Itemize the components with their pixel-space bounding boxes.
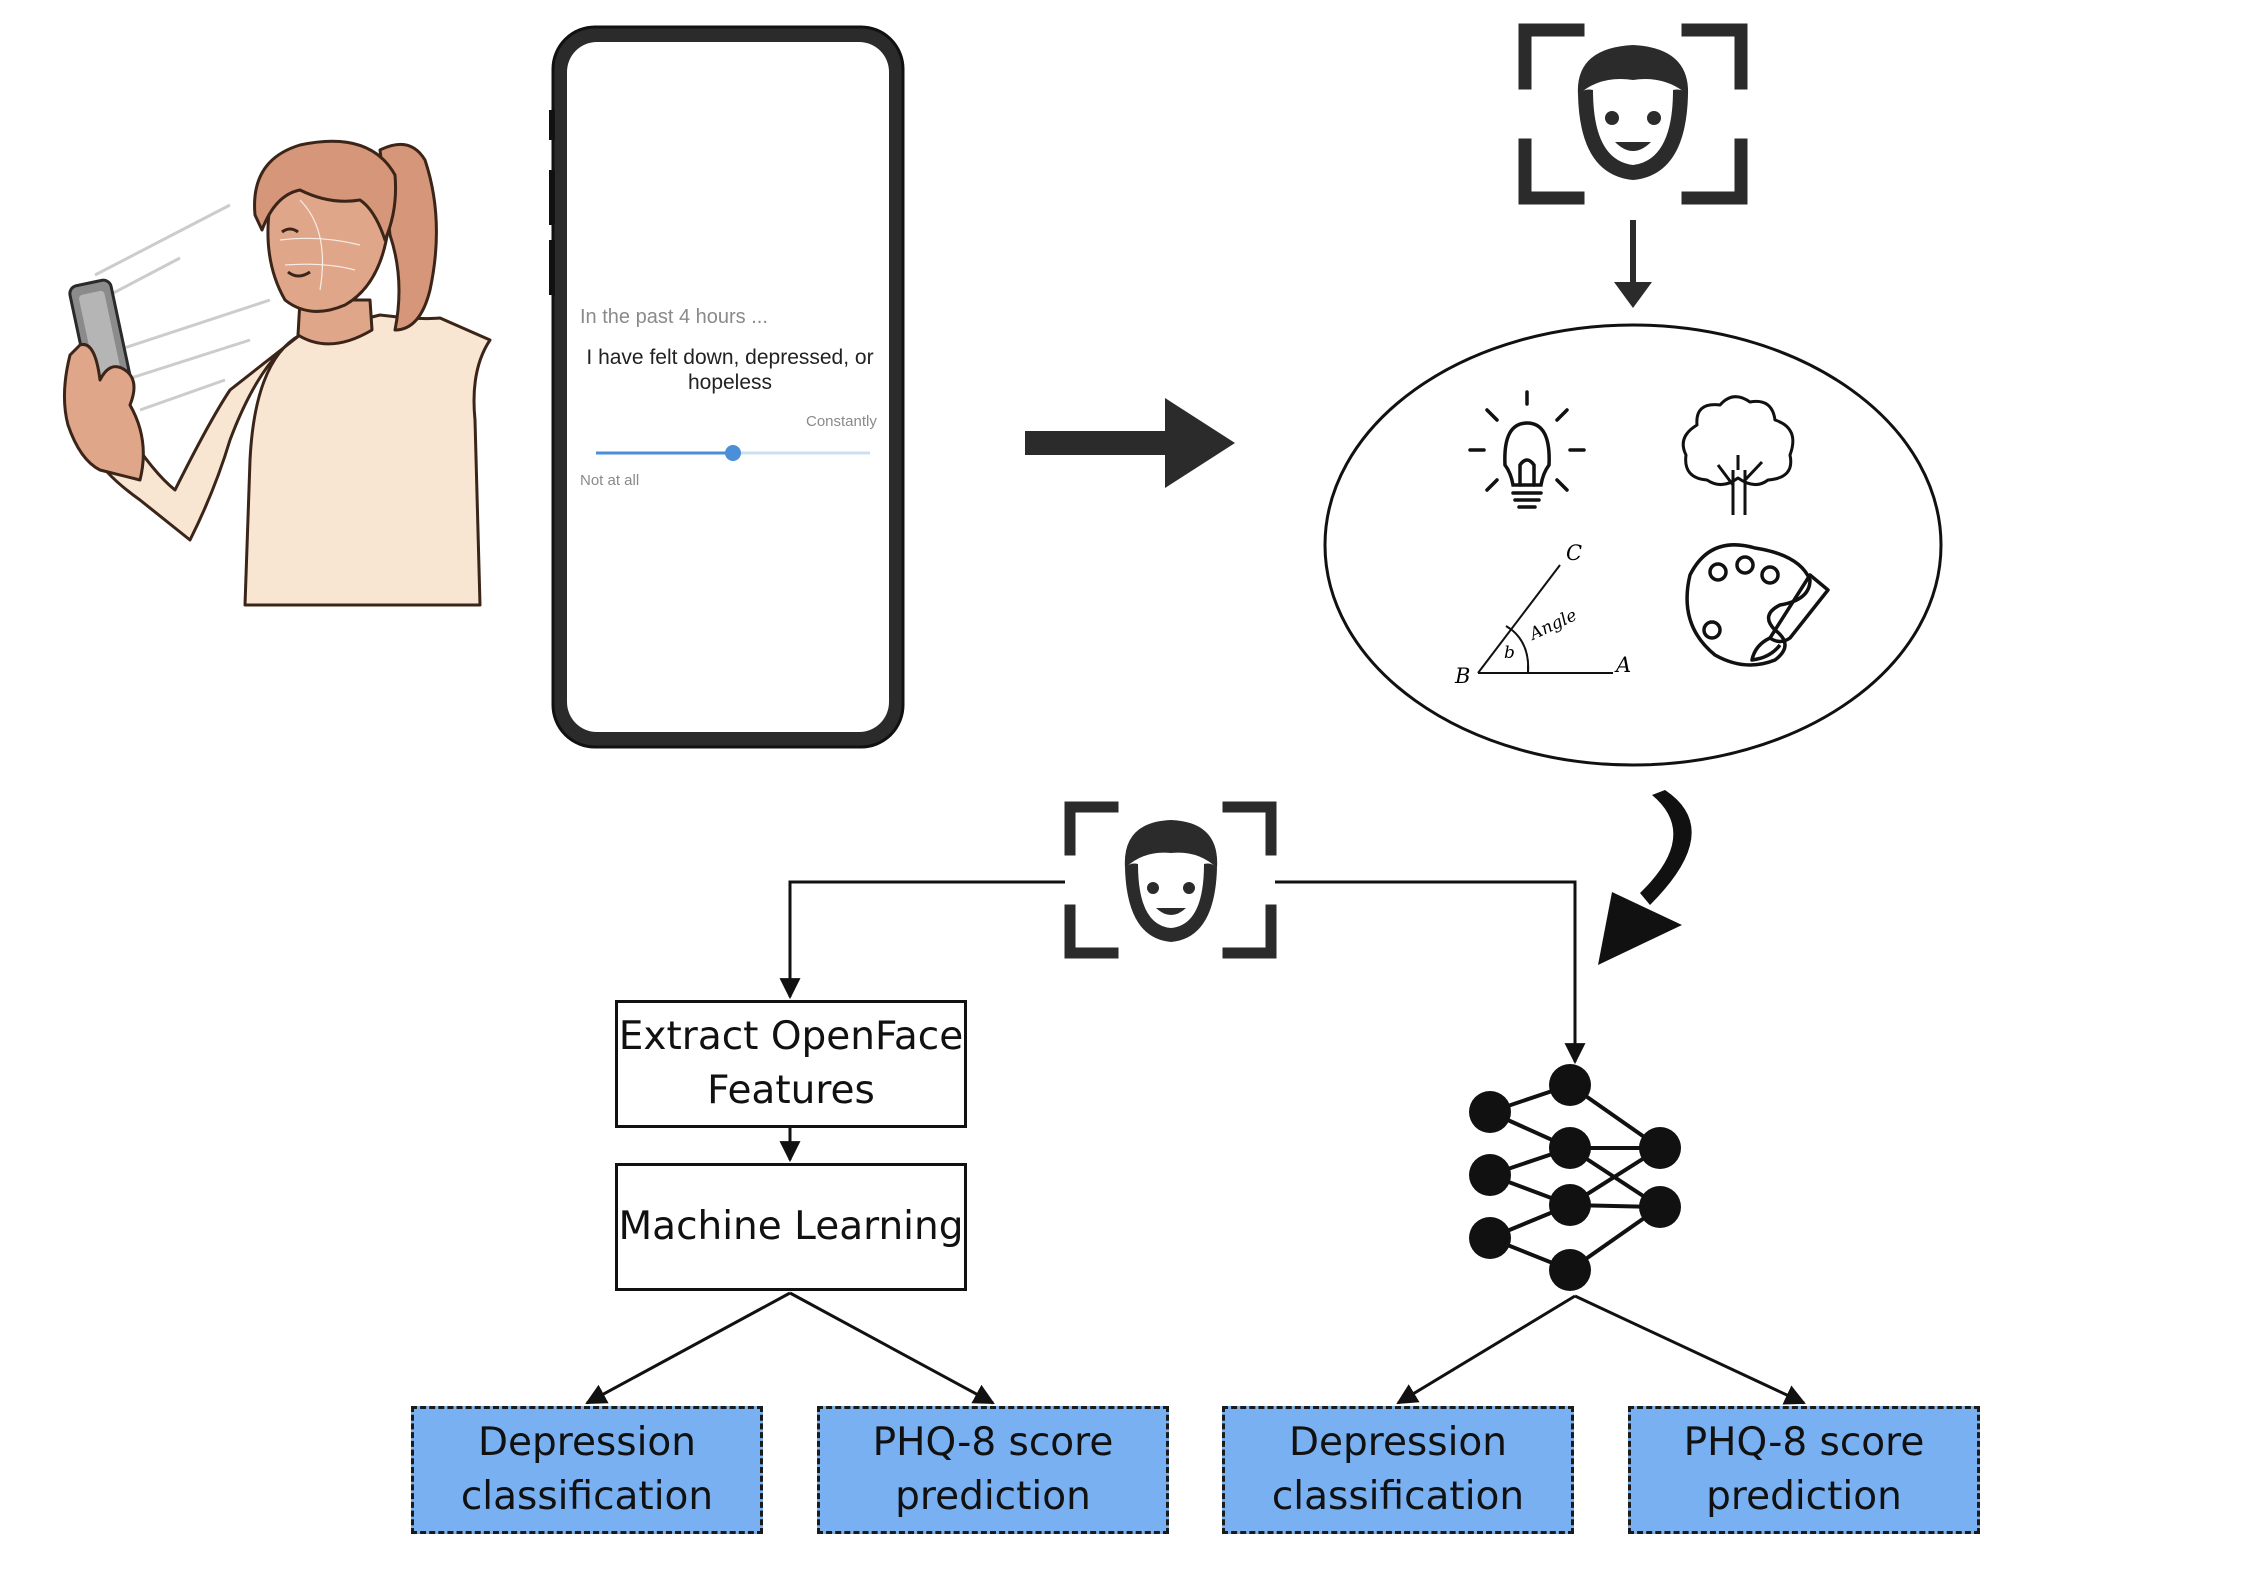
openface-features-box: Extract OpenFace Features: [615, 1000, 967, 1128]
woman-selfie-illustration: [62, 139, 492, 607]
smile: [287, 270, 311, 278]
machine-learning-label: Machine Learning: [618, 1204, 964, 1249]
output-label: Depression classification: [1271, 1420, 1525, 1519]
vertex-b-label: B: [1454, 664, 1470, 688]
hair: [253, 139, 398, 242]
palette-icon: [1685, 543, 1830, 667]
machine-learning-box: Machine Learning: [615, 1163, 967, 1291]
survey-scale-max-label: Constantly: [806, 413, 877, 430]
face-mesh: [279, 199, 361, 291]
sweater: [243, 313, 492, 607]
right-arrow: [1025, 398, 1235, 488]
survey-question: I have felt down, depressed, or hopeless: [586, 346, 874, 394]
tree-icon: [1681, 395, 1795, 515]
lightbulb-icon: [1468, 390, 1586, 509]
output-depression-classification-ml: Depression classification: [411, 1406, 763, 1534]
output-phq8-prediction-ml: PHQ-8 score prediction: [817, 1406, 1169, 1534]
output-label: PHQ-8 score prediction: [872, 1420, 1114, 1519]
face-scan-icon-middle: [1064, 801, 1277, 959]
curved-arrow: [1598, 790, 1692, 965]
survey-header: In the past 4 hours ...: [580, 306, 768, 328]
smartphone: [549, 25, 905, 749]
output-label: PHQ-8 score prediction: [1683, 1420, 1925, 1519]
output-phq8-prediction-dl: PHQ-8 score prediction: [1628, 1406, 1980, 1534]
hand: [62, 342, 145, 482]
openface-features-label: Extract OpenFace Features: [618, 1014, 964, 1113]
vertex-a-label: A: [1614, 653, 1631, 677]
survey-scale-min-label: Not at all: [580, 472, 640, 489]
neural-network-icon: [1469, 1064, 1681, 1291]
feature-ellipse: [1323, 323, 1943, 767]
angle-symbol: b: [1504, 643, 1515, 663]
face-scan-icon: [1518, 23, 1748, 205]
output-label: Depression classification: [460, 1420, 714, 1519]
eye: [281, 227, 299, 234]
vertex-c-label: C: [1566, 541, 1582, 565]
connector-lines: [585, 880, 1806, 1405]
raised-arm: [93, 333, 302, 542]
output-depression-classification-dl: Depression classification: [1222, 1406, 1574, 1534]
down-arrow: [1614, 220, 1652, 308]
angle-diagram-icon: [1477, 564, 1613, 674]
survey-slider-thumb[interactable]: [725, 445, 741, 461]
